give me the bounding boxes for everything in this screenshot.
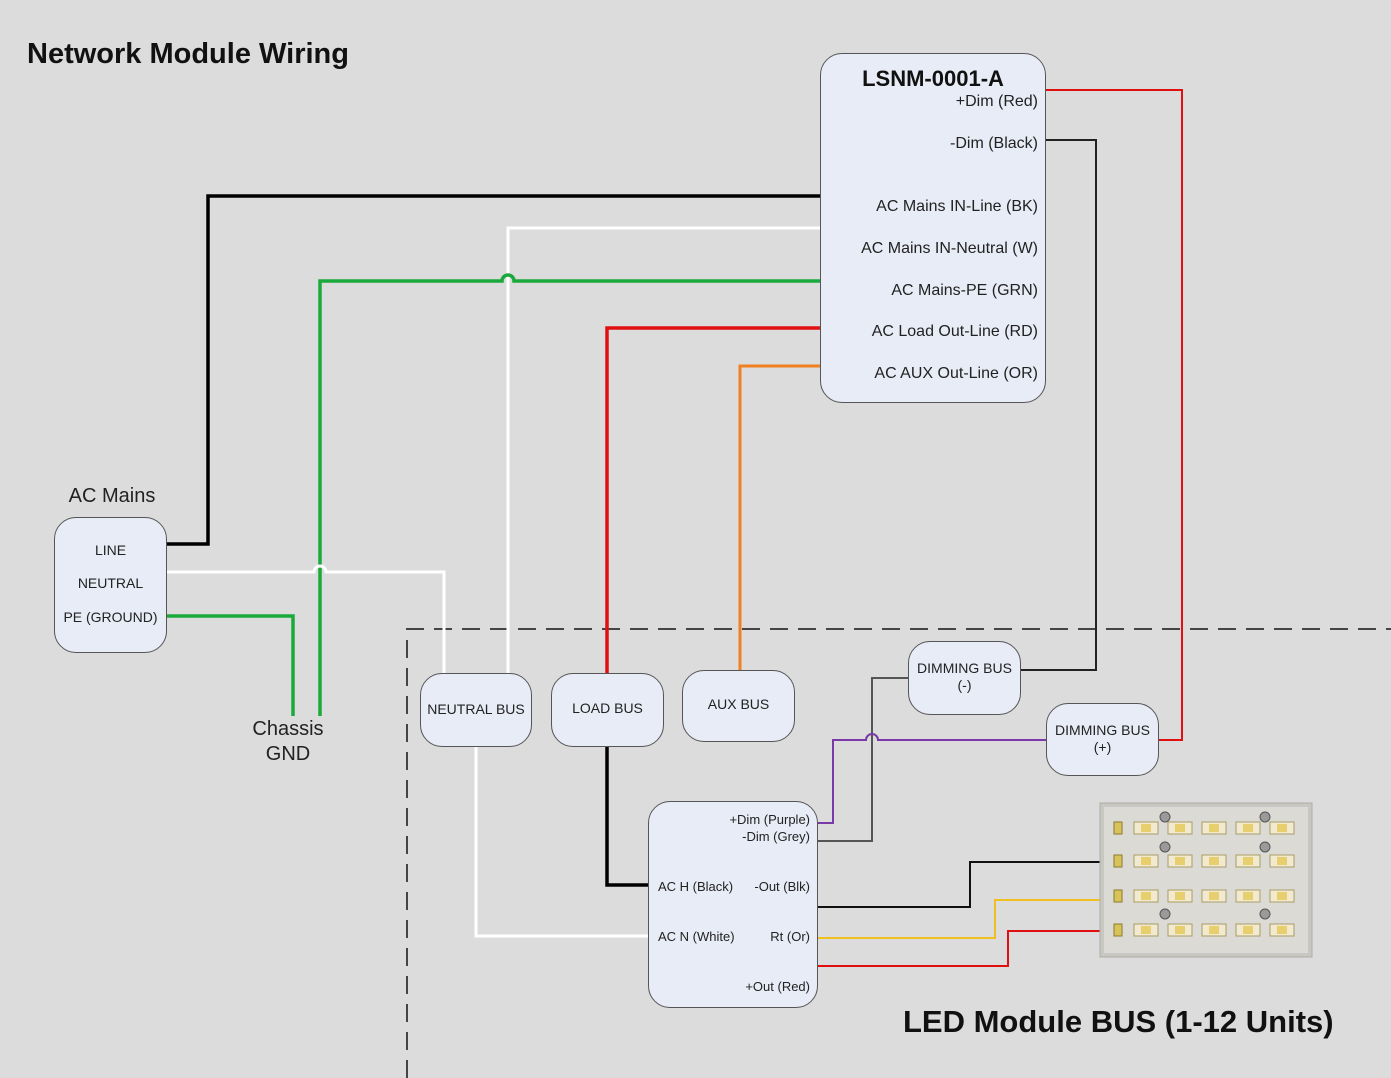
screw-icon (1259, 908, 1271, 920)
led-connector-pad (1113, 821, 1123, 835)
led-driver-box: +Dim (Purple) -Dim (Grey) AC H (Black) -… (648, 801, 818, 1008)
pin-mains-line: AC Mains IN-Line (BK) (876, 198, 1038, 215)
ac-mains-label: AC Mains (68, 485, 156, 507)
led-chip-core (1209, 824, 1219, 832)
led-chip-core (1175, 857, 1185, 865)
wire-driver-dim-minus (818, 677, 909, 842)
chassis-gnd-label: Chassis GND (243, 717, 333, 767)
pin-dim-neg: -Dim (Black) (950, 135, 1038, 152)
aux-bus-box: AUX BUS (682, 670, 795, 742)
load-bus-label: LOAD BUS (572, 700, 643, 716)
led-chip-core (1277, 857, 1287, 865)
led-chip-core (1209, 892, 1219, 900)
pin-aux-out: AC AUX Out-Line (OR) (874, 365, 1038, 382)
terminal-line: LINE (94, 542, 127, 558)
chassis-gnd-line1: Chassis (252, 718, 324, 740)
led-chip-core (1141, 892, 1151, 900)
driver-dim-minus: -Dim (Grey) (742, 829, 810, 844)
wire-ac-pe (167, 614, 295, 716)
driver-dim-plus: +Dim (Purple) (729, 812, 810, 827)
wire-out-neg (818, 861, 1118, 908)
led-array-icon (1099, 802, 1313, 958)
dimming-bus-pos-line2: (+) (1093, 739, 1112, 755)
wire-rt (818, 899, 1112, 939)
terminal-pe: PE (GROUND) (63, 609, 158, 625)
dimming-bus-pos-box: DIMMING BUS (+) (1046, 703, 1159, 776)
wire-driver-ac-n (474, 747, 649, 938)
led-connector-pad (1113, 854, 1123, 868)
neutral-bus-box: NEUTRAL BUS (420, 673, 532, 747)
wire-dim-pos (1046, 89, 1183, 741)
led-chip-core (1175, 824, 1185, 832)
dimming-bus-neg-box: DIMMING BUS (-) (908, 641, 1021, 715)
led-chip-core (1175, 926, 1185, 934)
led-chip-core (1277, 824, 1287, 832)
wire-ac-neutral (167, 564, 446, 676)
led-area-boundary (406, 628, 1391, 1078)
wire-load-out (605, 326, 820, 673)
wire-driver-ac-h (605, 746, 649, 887)
screw-icon (1259, 841, 1271, 853)
wire-module-pe (318, 273, 820, 716)
dimming-bus-neg-line2: (-) (957, 677, 972, 693)
screw-icon (1259, 811, 1271, 823)
pin-mains-pe: AC Mains-PE (GRN) (891, 282, 1038, 299)
aux-bus-label: AUX BUS (707, 696, 770, 712)
terminal-neutral: NEUTRAL (77, 575, 144, 591)
led-chip-core (1243, 892, 1253, 900)
load-bus-box: LOAD BUS (551, 673, 664, 747)
driver-ac-h: AC H (Black) (658, 879, 734, 894)
chassis-gnd-line2: GND (265, 743, 311, 765)
led-bus-title: LED Module BUS (1-12 Units) (903, 1004, 1334, 1039)
driver-out-neg: -Out (Blk) (754, 879, 810, 894)
wire-mains-neutral-to-bus (506, 226, 820, 673)
wire-driver-dim-plus (818, 733, 1046, 824)
page-title: Network Module Wiring (27, 38, 349, 70)
led-chip-core (1141, 926, 1151, 934)
led-connector-pad (1113, 889, 1123, 903)
screw-icon (1159, 811, 1171, 823)
screw-icon (1159, 841, 1171, 853)
pin-load-out: AC Load Out-Line (RD) (871, 323, 1038, 340)
led-chip-core (1243, 926, 1253, 934)
neutral-bus-label: NEUTRAL BUS (427, 701, 525, 717)
led-chip-core (1277, 892, 1287, 900)
led-chip-core (1209, 926, 1219, 934)
led-chip-core (1277, 926, 1287, 934)
dimming-bus-pos-line1: DIMMING BUS (1055, 722, 1150, 738)
led-chip-core (1209, 857, 1219, 865)
led-chip-core (1243, 857, 1253, 865)
led-chip-core (1141, 824, 1151, 832)
pin-dim-pos: +Dim (Red) (955, 93, 1038, 110)
driver-out-pos: +Out (Red) (745, 979, 810, 994)
wire-dim-neg (1021, 139, 1097, 671)
driver-rt: Rt (Or) (770, 929, 810, 944)
led-chip-core (1175, 892, 1185, 900)
led-chip-core (1243, 824, 1253, 832)
module-name: LSNM-0001-A (862, 66, 1004, 91)
driver-ac-n: AC N (White) (658, 929, 735, 944)
wire-aux-out (738, 364, 820, 670)
wire-out-pos (818, 930, 1112, 967)
led-chip-core (1141, 857, 1151, 865)
pin-mains-neutral: AC Mains IN-Neutral (W) (861, 240, 1038, 257)
screw-icon (1159, 908, 1171, 920)
wire-mains-line (167, 194, 820, 546)
led-connector-pad (1113, 923, 1123, 937)
dimming-bus-neg-line1: DIMMING BUS (917, 660, 1012, 676)
ac-mains-box: LINE NEUTRAL PE (GROUND) (54, 517, 167, 653)
network-module-box: LSNM-0001-A +Dim (Red) -Dim (Black) AC M… (820, 53, 1046, 403)
